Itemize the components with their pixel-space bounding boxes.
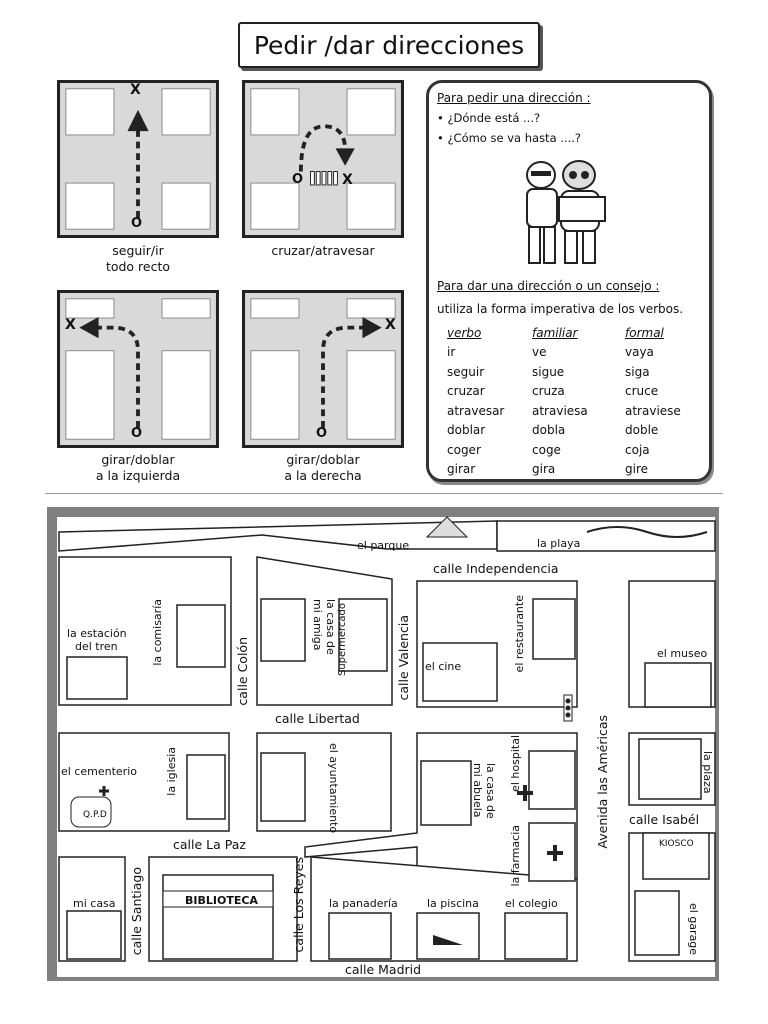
label-supermercado: Supermercado — [337, 603, 348, 676]
section-divider — [45, 493, 723, 494]
street-isabel: calle Isabél — [629, 812, 700, 827]
label-rip: Q.P.D — [83, 810, 107, 820]
map-blocks — [57, 516, 716, 977]
street-lapaz: calle La Paz — [173, 837, 246, 852]
directions-info-box: Para pedir una dirección : • ¿Dónde está… — [426, 80, 712, 482]
end-mark: X — [385, 317, 396, 333]
start-mark: O — [316, 426, 328, 441]
caption-cross: cruzar/atravesar — [271, 243, 375, 258]
direction-panel-left: X O — [57, 290, 219, 452]
intersection-straight-illustration — [57, 80, 219, 238]
label-garage: el garage — [687, 903, 700, 956]
label-colegio: el colegio — [505, 897, 558, 910]
give-heading: Para dar una dirección o un consejo : — [437, 279, 660, 293]
direction-panel-straight: X O — [57, 80, 219, 242]
street-americas: Avenida las Américas — [595, 715, 610, 849]
start-mark: O — [131, 216, 143, 231]
direction-panel-right: X O — [242, 290, 404, 452]
label-cementerio: el cementerio — [61, 765, 137, 778]
label-kiosco: KIOSCO — [659, 839, 694, 849]
label-museo: el museo — [657, 647, 708, 660]
label-panaderia: la panadería — [329, 897, 398, 910]
label-restaurante: el restaurante — [513, 595, 526, 673]
street-colon: calle Colón — [235, 637, 250, 706]
page-title: Pedir /dar direcciones — [238, 22, 540, 68]
label-parque: el parque — [357, 539, 410, 552]
street-madrid: calle Madrid — [345, 962, 422, 977]
tourists-illustration — [526, 160, 606, 264]
street-independencia: calle Independencia — [433, 561, 559, 576]
label-estacion-2: del tren — [75, 640, 118, 653]
end-mark: X — [65, 317, 76, 333]
label-cine: el cine — [425, 660, 462, 673]
start-mark: O — [131, 426, 143, 441]
label-estacion-1: la estación — [67, 627, 127, 640]
town-map: calle Independencia calle Libertad calle… — [47, 507, 719, 981]
label-playa: la playa — [537, 537, 581, 550]
label-ayuntamiento: el ayuntamiento — [327, 743, 340, 834]
street-valencia: calle Valencia — [396, 615, 411, 701]
direction-panel-cross: O X — [242, 80, 404, 242]
label-mi-casa: mi casa — [73, 897, 116, 910]
street-libertad: calle Libertad — [275, 711, 360, 726]
label-hospital: el hospital — [509, 735, 522, 792]
label-casa-abuela: la casa de mi abuela — [471, 763, 497, 819]
ask-heading: Para pedir una dirección : — [437, 91, 591, 105]
label-comisaria: la comisaría — [151, 599, 164, 666]
street-santiago: calle Santiago — [129, 867, 144, 956]
street-losreyes: calle Los Reyes — [291, 857, 306, 953]
ask-question-2: • ¿Cómo se va hasta ....? — [437, 131, 581, 145]
label-iglesia: la iglesia — [165, 747, 178, 796]
label-casa-amiga: la casa de mi amiga — [311, 599, 337, 655]
end-mark: X — [342, 172, 353, 188]
ask-question-1: • ¿Dónde está ...? — [437, 111, 541, 125]
intersection-cross-illustration — [242, 80, 404, 238]
end-mark: X — [130, 82, 141, 98]
intersection-left-illustration — [57, 290, 219, 448]
label-plaza: la plaza — [701, 751, 714, 794]
start-mark: O — [292, 172, 304, 187]
label-piscina: la piscina — [427, 897, 479, 910]
intersection-right-illustration — [242, 290, 404, 448]
label-farmacia: la farmacia — [509, 825, 522, 887]
label-biblioteca: BIBLIOTECA — [185, 894, 258, 907]
give-text: utiliza la forma imperativa de los verbo… — [437, 302, 684, 316]
